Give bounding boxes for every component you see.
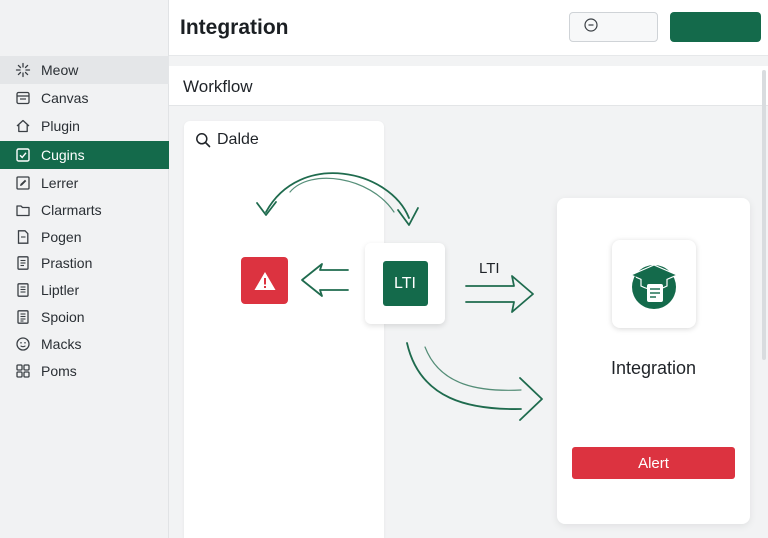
right-arrow (465, 275, 534, 313)
warning-icon (254, 271, 275, 290)
sidebar-item-label: Liptler (41, 282, 80, 298)
list-icon (14, 281, 32, 299)
alert-node[interactable] (241, 257, 288, 304)
sidebar-item-macks[interactable]: Macks (0, 330, 169, 358)
sidebar-item-cugins[interactable]: Cugins (0, 141, 169, 169)
sidebar-item-clarmarts[interactable]: Clarmarts (0, 196, 169, 224)
sidebar-item-label: Poms (41, 363, 77, 379)
lti-badge: LTI (382, 261, 428, 306)
primary-action-button[interactable] (670, 12, 761, 42)
sidebar-item-meow[interactable]: Meow (0, 56, 169, 84)
scrollbar[interactable] (762, 70, 766, 360)
section-title: Workflow (183, 77, 253, 96)
page-icon (14, 228, 32, 246)
graduation-cap-icon (629, 264, 679, 309)
sidebar-item-poms[interactable]: Poms (0, 357, 169, 385)
sidebar-item-label: Plugin (41, 118, 80, 134)
integration-title: Integration (610, 358, 697, 378)
sidebar: Meow Canvas Plugin Cugins Lerrer Clarmar… (0, 0, 169, 538)
bottom-arrow-inner (424, 346, 522, 391)
folder-icon (14, 201, 32, 219)
page-title: Integration (180, 16, 289, 39)
smiley-icon (14, 335, 32, 353)
home-icon (14, 117, 32, 135)
search-icon (195, 132, 211, 148)
integration-icon-tile (612, 240, 696, 328)
edit-icon (14, 174, 32, 192)
loop-arrowhead-left (256, 201, 277, 216)
sidebar-item-label: Pogen (41, 229, 82, 245)
sidebar-item-label: Cugins (41, 147, 85, 163)
sidebar-item-label: Clarmarts (41, 202, 102, 218)
sidebar-item-label: Spoion (41, 309, 85, 325)
document-icon (14, 254, 32, 272)
integration-card: Integration Alert (557, 198, 750, 524)
sidebar-item-lerrer[interactable]: Lerrer (0, 169, 169, 197)
bottom-arrow-outer (406, 342, 522, 410)
lti-node[interactable]: LTI (365, 243, 445, 324)
sidebar-item-spoion[interactable]: Spoion (0, 303, 169, 331)
sidebar-item-label: Canvas (41, 90, 89, 106)
loop-arrowhead-right (397, 207, 419, 226)
search-value: Dalde (217, 131, 259, 148)
checkbox-icon (14, 146, 32, 164)
search-input[interactable]: Dalde (195, 131, 259, 149)
notes-icon (14, 308, 32, 326)
grid-icon (14, 362, 32, 380)
canvas-icon (14, 89, 32, 107)
loop-arrow-inner (289, 177, 395, 213)
plus-circle-icon (584, 17, 598, 37)
sparkle-icon (14, 61, 32, 79)
sidebar-item-prastion[interactable]: Prastion (0, 249, 169, 277)
left-arrow (301, 263, 349, 297)
loop-arrow-outer (265, 172, 410, 219)
sidebar-item-label: Prastion (41, 255, 93, 271)
alert-button[interactable]: Alert (572, 447, 735, 479)
sidebar-item-label: Meow (41, 62, 79, 78)
lti-arrow-label: LTI (479, 260, 500, 277)
page-header: Integration (169, 0, 768, 56)
sidebar-item-liptler[interactable]: Liptler (0, 276, 169, 304)
sidebar-item-pogen[interactable]: Pogen (0, 223, 169, 251)
add-button[interactable] (569, 12, 658, 42)
sidebar-item-canvas[interactable]: Canvas (0, 84, 169, 112)
workflow-bar: Workflow (169, 66, 768, 106)
sidebar-item-plugin[interactable]: Plugin (0, 112, 169, 140)
bottom-arrowhead (519, 377, 543, 421)
sidebar-item-label: Lerrer (41, 175, 79, 191)
sidebar-item-label: Macks (41, 336, 82, 352)
